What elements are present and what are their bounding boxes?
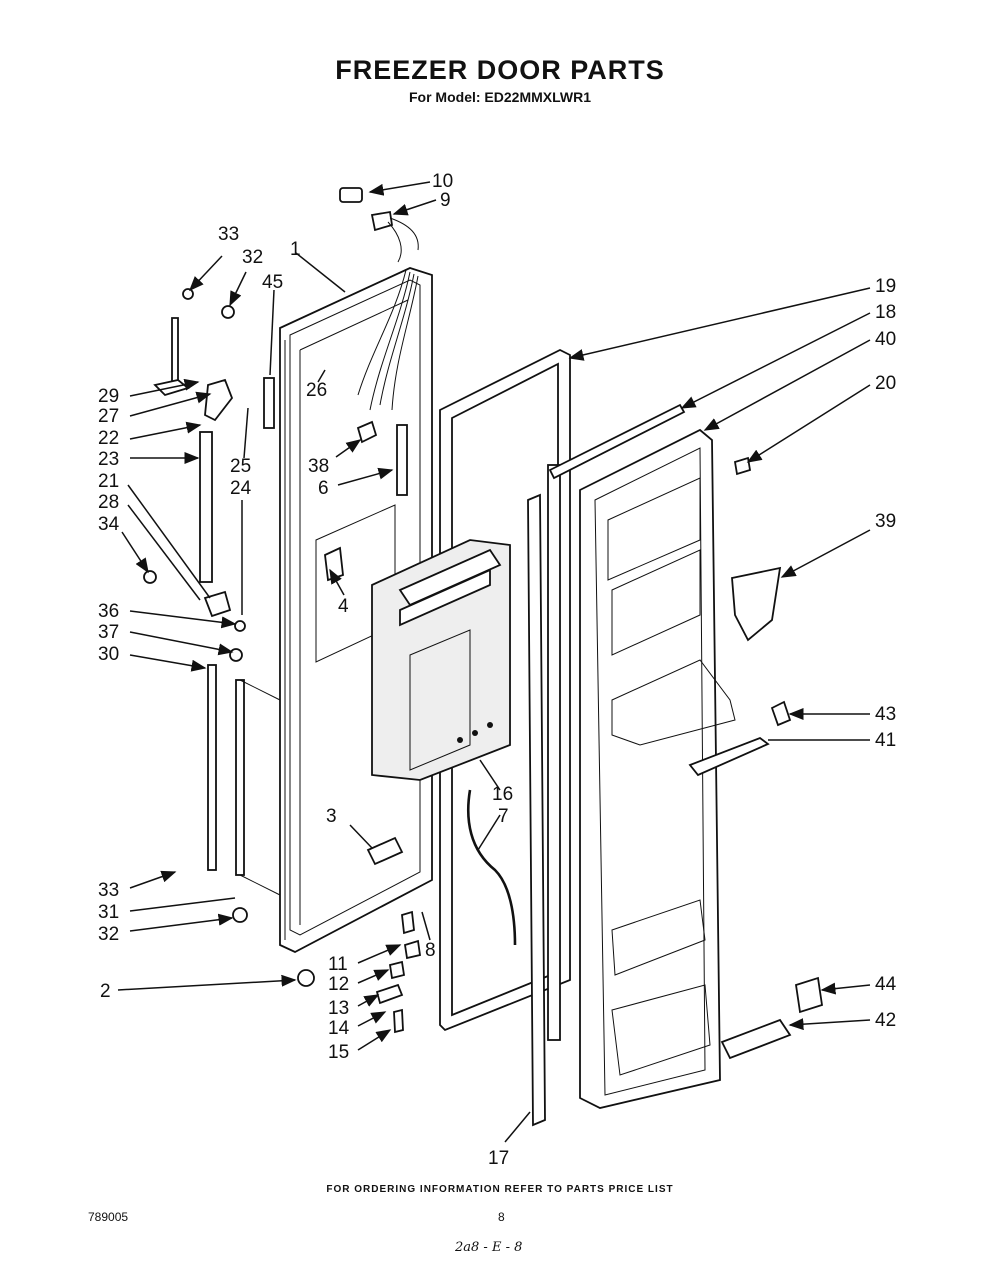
callout-3: 3 [326,806,337,827]
trim-strips [199,403,792,1127]
callout-9: 9 [440,190,451,211]
callout-6: 6 [318,478,329,499]
callout-29: 29 [98,386,119,407]
callout-39: 39 [875,511,896,532]
callout-31: 31 [98,902,119,923]
door-panel [279,267,433,954]
callout-32-top: 32 [242,247,263,268]
callout-42: 42 [875,1010,896,1031]
callout-38: 38 [308,456,329,477]
handwritten-mark: 2a8 - E - 8 [455,1240,523,1255]
callout-45: 45 [262,272,283,293]
callout-37: 37 [98,622,119,643]
callout-30: 30 [98,644,119,665]
callout-20: 20 [875,373,896,394]
callout-8: 8 [425,940,436,961]
callout-2: 2 [100,981,111,1002]
callout-10: 10 [432,171,453,192]
callout-16: 16 [492,784,513,805]
small-parts [143,187,824,1034]
callout-34: 34 [98,514,120,535]
leader-lines [117,181,871,1143]
callout-41: 41 [875,730,896,751]
model-subtitle: For Model: ED22MMXLWR1 [408,89,591,105]
callout-17: 17 [488,1148,509,1169]
callout-11: 11 [328,954,348,975]
callout-14: 14 [328,1018,350,1039]
callout-12: 12 [328,974,349,995]
callout-15: 15 [328,1042,349,1063]
callout-18: 18 [875,302,896,323]
callout-labels: 10 9 1 33 32 45 19 18 40 20 29 27 26 22 … [98,171,897,1169]
callout-22: 22 [98,428,119,449]
dispenser-housing [371,539,511,781]
callout-24: 24 [230,478,252,499]
callout-43: 43 [875,704,896,725]
callout-33-bottom: 33 [98,880,119,901]
callout-21: 21 [98,471,119,492]
callout-4: 4 [338,596,349,617]
page-number: 8 [498,1210,505,1224]
callout-7: 7 [498,806,509,827]
callout-23: 23 [98,449,119,470]
callout-32-bottom: 32 [98,924,119,945]
callout-36: 36 [98,601,119,622]
door-liner [547,428,736,1109]
callout-26: 26 [306,380,327,401]
callout-40: 40 [875,329,896,350]
page-title: FREEZER DOOR PARTS [335,55,665,85]
callout-25: 25 [230,456,251,477]
callout-1: 1 [290,239,301,260]
callout-13: 13 [328,998,349,1019]
document-code: 789005 [88,1210,129,1224]
callout-44: 44 [875,974,897,995]
callout-33-top: 33 [218,224,239,245]
ordering-info-note: FOR ORDERING INFORMATION REFER TO PARTS … [326,1184,674,1195]
callout-27: 27 [98,406,119,427]
callout-28: 28 [98,492,119,513]
callout-19: 19 [875,276,896,297]
